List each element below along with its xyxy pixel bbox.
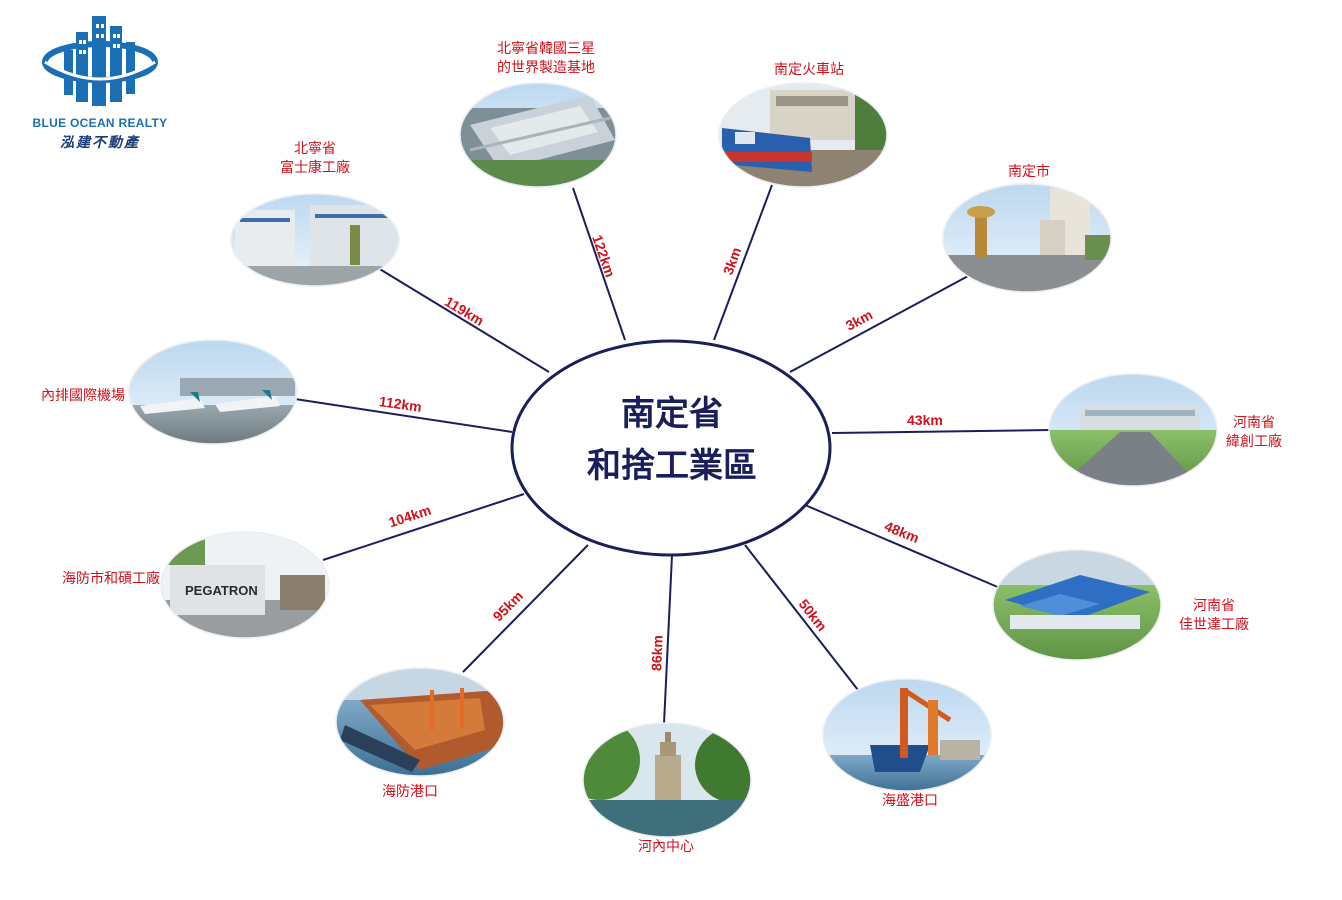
- connector-station: [713, 184, 773, 341]
- building-globe-icon: [42, 16, 158, 106]
- connector-noibai: [294, 398, 513, 433]
- label-city: 南定市: [1008, 164, 1050, 180]
- connector-samsung: [572, 187, 626, 341]
- pegatron-sign: PEGATRON: [185, 583, 258, 598]
- port-crane-photo: [823, 679, 991, 791]
- connector-lines: [294, 184, 1051, 725]
- label-hanoi: 河內中心: [638, 839, 694, 855]
- label-pegatron: 海防市和碩工廠: [62, 571, 160, 587]
- brand-logo: BLUE OCEAN REALTY 泓建不動產: [20, 10, 180, 160]
- center-title-line1: 南定省: [621, 394, 723, 434]
- distance-hanoi: 86km: [648, 634, 666, 672]
- connector-city: [789, 274, 971, 373]
- label-haiphong-port: 海防港口: [382, 784, 438, 800]
- label-samsung: 北寧省韓國三星 的世界製造基地: [497, 41, 595, 76]
- connector-haiphong: [462, 544, 589, 673]
- brand-name: BLUE OCEAN REALTY: [32, 116, 168, 130]
- center-node: [510, 339, 832, 557]
- turtle-tower-photo: [583, 723, 751, 837]
- train-station-photo: [719, 83, 887, 187]
- label-station: 南定火車站: [774, 62, 844, 78]
- connector-wistron: [831, 429, 1051, 434]
- distance-wistron: 43km: [907, 412, 943, 428]
- connector-hanoi: [663, 554, 673, 725]
- airport-planes-photo: [129, 340, 297, 444]
- connector-compal: [804, 504, 1001, 589]
- label-foxconn: 北寧省 富士康工廠: [280, 141, 350, 176]
- label-compal: 河南省 佳世達工廠: [1179, 598, 1249, 633]
- center-title: 南定省 和捨工業區: [512, 388, 832, 492]
- brand-subtitle: 泓建不動產: [60, 135, 140, 151]
- city-street-photo: [943, 184, 1111, 292]
- label-wistron: 河南省 緯創工廠: [1226, 415, 1282, 450]
- label-haithinh: 海盛港口: [882, 793, 938, 809]
- factory-road-photo: [1049, 374, 1217, 486]
- connector-haithinh: [744, 544, 859, 691]
- connector-foxconn: [377, 267, 550, 373]
- label-noibai: 內排國際機場: [41, 388, 125, 404]
- center-title-line2: 和捨工業區: [587, 446, 757, 486]
- connector-pegatron: [322, 493, 525, 561]
